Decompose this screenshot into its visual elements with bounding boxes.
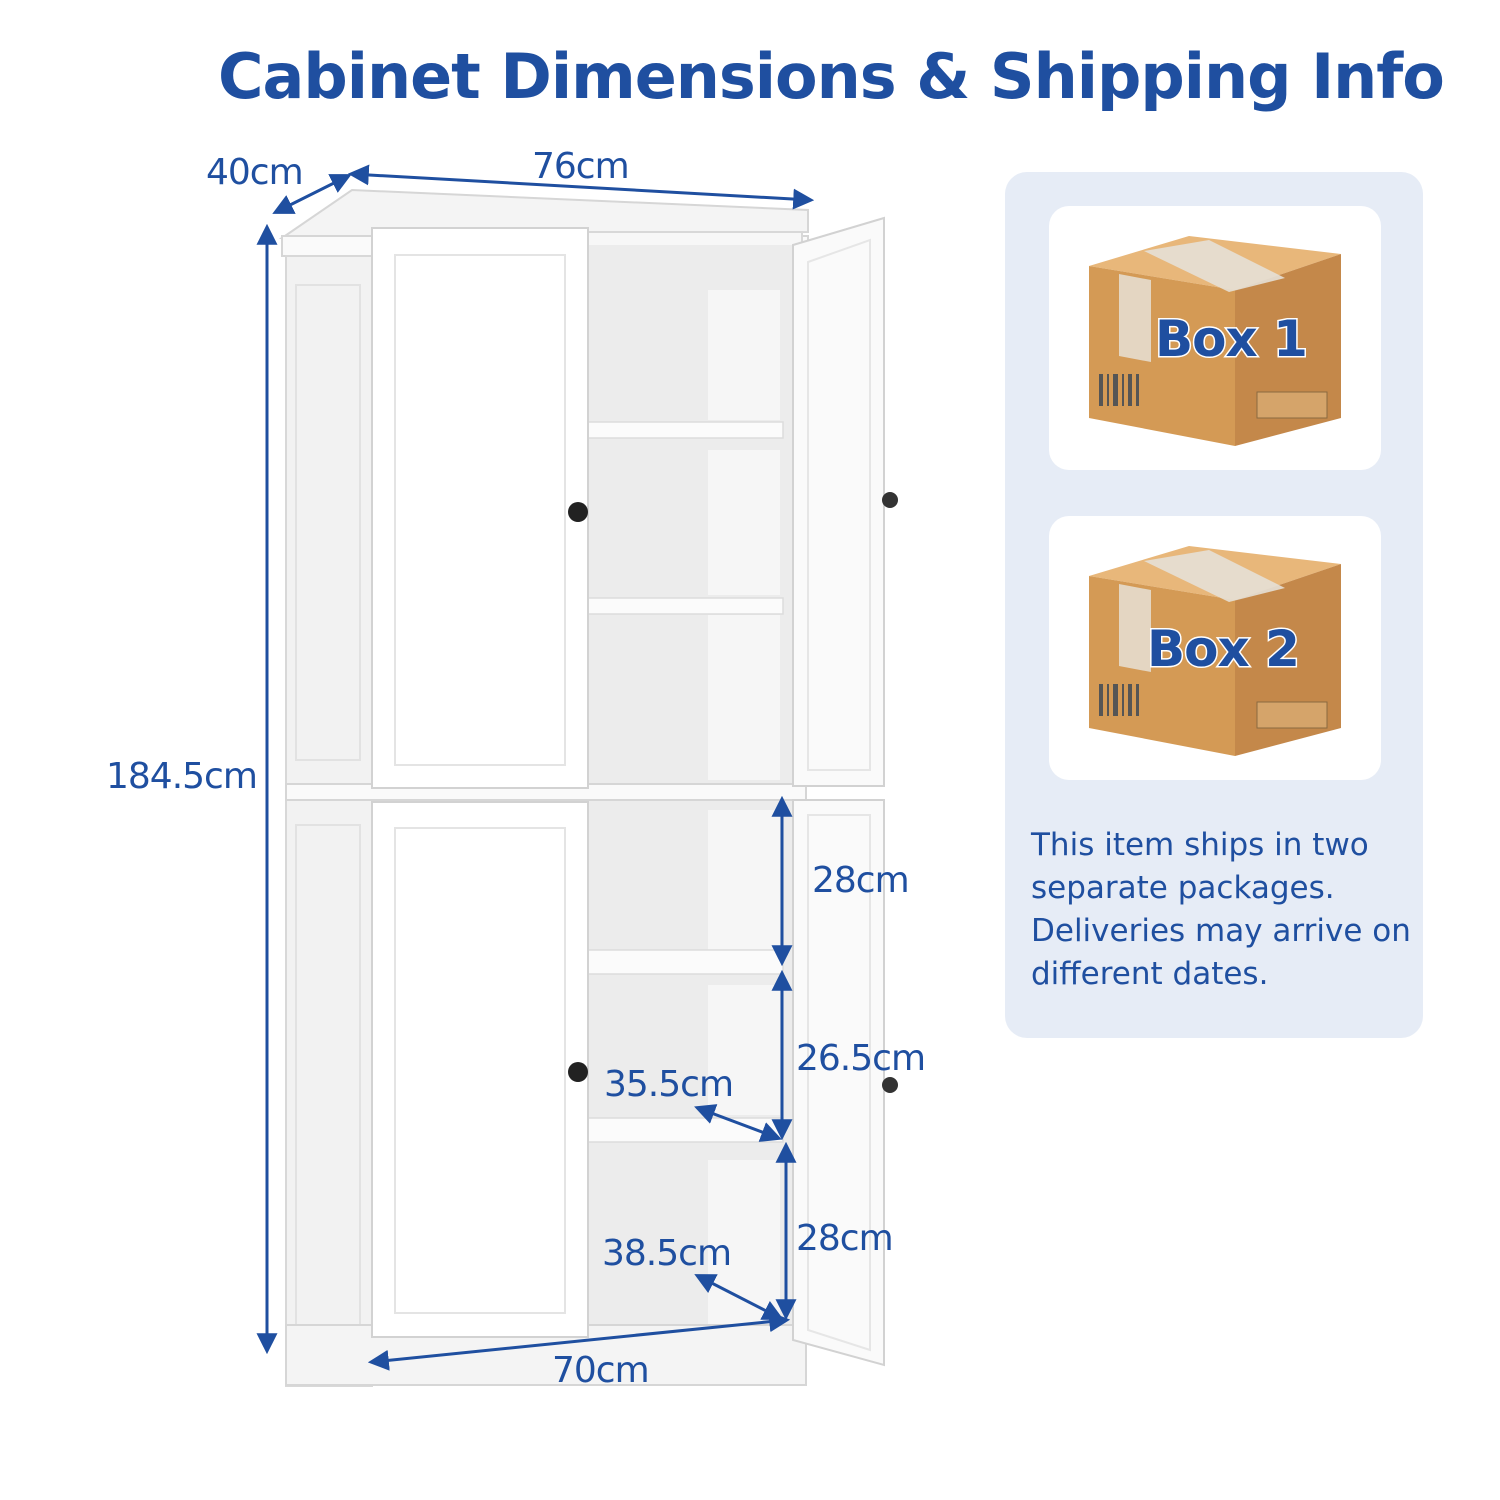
bottom-width-dimension-line	[367, 1311, 791, 1371]
depth-dimension-line	[272, 174, 352, 214]
shelf-upper-label: 28cm	[812, 860, 909, 901]
shipping-note: This item ships in two separate packages…	[1031, 827, 1411, 992]
bottom-width-label: 70cm	[552, 1350, 649, 1391]
package-box-icon: Box 2	[1089, 546, 1341, 756]
cabinet-diagram: 40cm 76cm 184.5cm 28cm 26.5cm 35.5cm 28c…	[106, 146, 926, 1391]
box-2-label: Box 2	[1147, 620, 1299, 678]
page-title: Cabinet Dimensions & Shipping Info	[218, 40, 1445, 113]
top-width-label: 76cm	[532, 146, 629, 187]
inner-depth-upper-dimension-line	[694, 1104, 782, 1142]
shelf-middle-label: 26.5cm	[796, 1038, 925, 1079]
inner-depth-upper-label: 35.5cm	[604, 1064, 733, 1105]
shelf-lower-label: 28cm	[796, 1218, 893, 1259]
box-1-label: Box 1	[1155, 310, 1307, 368]
package-box-icon: Box 1	[1089, 236, 1341, 446]
depth-label: 40cm	[206, 152, 303, 193]
top-width-dimension-line	[347, 164, 815, 210]
box-card-1: Box 1	[1049, 206, 1381, 470]
cabinet-illustration	[278, 188, 898, 1387]
shipping-info-panel: Box 1 Box 2 This item ships in two separ…	[1005, 172, 1423, 1038]
inner-depth-lower-label: 38.5cm	[602, 1233, 731, 1274]
box-card-2: Box 2	[1049, 516, 1381, 780]
height-label: 184.5cm	[106, 756, 257, 797]
inner-depth-lower-dimension-line	[694, 1274, 784, 1320]
